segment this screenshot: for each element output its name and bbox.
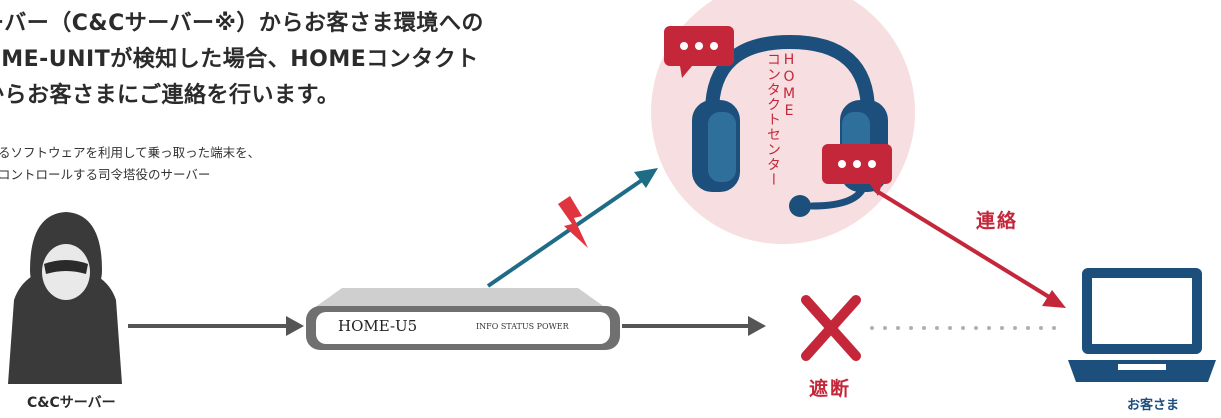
block-x-icon <box>801 295 861 361</box>
contact-arrow <box>873 188 1066 308</box>
lightning-icon <box>558 196 588 248</box>
flow-arrow <box>622 316 766 336</box>
contact-label: 連絡 <box>976 210 1019 232</box>
blocked-label: 遮断 <box>809 378 852 400</box>
headline-line-2: OME-UNITが検知した場合、HOMEコンタクト <box>0 47 479 72</box>
cc-server-label: C&Cサーバー <box>27 395 116 411</box>
device-brand-label: HOME-U5 <box>338 317 418 335</box>
laptop-icon <box>1068 268 1216 382</box>
customer-label: お客さま <box>1127 398 1180 413</box>
footnote-line-1: るソフトウェアを利用して乗っ取った端末を、 <box>0 145 261 160</box>
footnote-line-2: コントロールする司令塔役のサーバー <box>0 167 211 182</box>
contact-center-label-home: HOME <box>781 52 797 120</box>
flow-arrow <box>128 316 304 336</box>
alert-arrow <box>486 168 658 288</box>
contact-center-label: コンタクトセンター <box>765 52 781 187</box>
device-indicator-label: INFO STATUS POWER <box>476 322 569 331</box>
home-unit-device <box>306 288 620 350</box>
headline-line-1: ーバー（C&Cサーバー※）からお客さま環境への <box>0 11 484 36</box>
speech-bubble-icon <box>664 26 734 78</box>
hacker-icon <box>8 212 122 384</box>
headline-line-3: からお客さまにご連絡を行います。 <box>0 83 340 108</box>
footnote: るソフトウェアを利用して乗っ取った端末を、 コントロールする司令塔役のサーバー <box>0 142 418 186</box>
headline: ーバー（C&Cサーバー※）からお客さま環境への OME-UNITが検知した場合、… <box>0 6 622 114</box>
speech-bubble-icon <box>822 144 892 196</box>
